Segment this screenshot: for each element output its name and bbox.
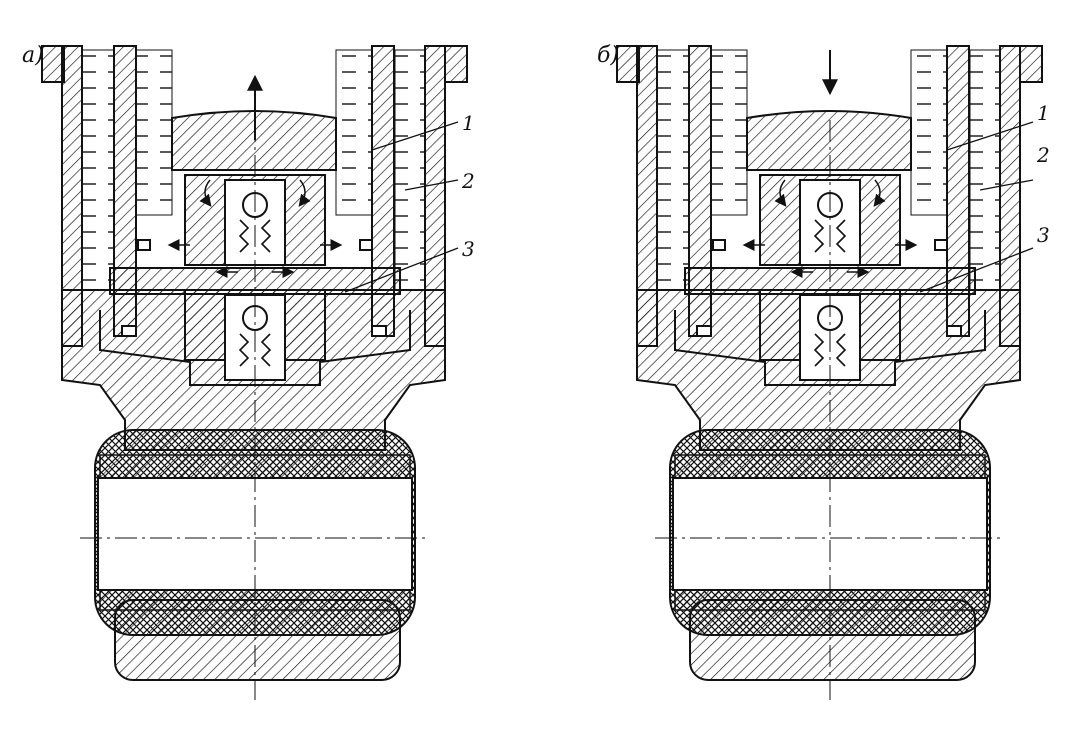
panel-b-label: б) [597,43,619,68]
panel-a: а) 1 2 3 [22,43,475,700]
callout-2-b: 2 [1036,143,1050,167]
callout-3-b: 3 [1037,223,1050,247]
callout-3-a: 3 [462,237,475,261]
callout-2-a: 2 [461,169,475,193]
panel-a-label: а) [22,43,44,68]
callout-1-b: 1 [1037,101,1050,125]
callout-1-a: 1 [462,111,475,135]
panel-b: б) 1 2 3 [597,43,1050,700]
